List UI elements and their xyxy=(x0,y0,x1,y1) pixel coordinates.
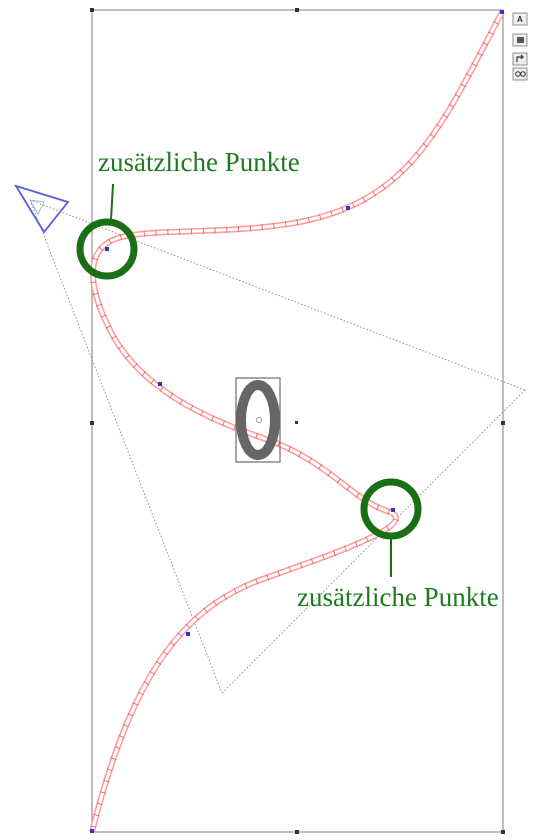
fill-square-icon[interactable] xyxy=(512,33,528,47)
anchor-points xyxy=(90,10,504,833)
selection-handles xyxy=(90,8,505,834)
s-curve-path[interactable] xyxy=(89,10,505,833)
callout-leader-top xyxy=(110,183,114,221)
anchor-point[interactable] xyxy=(186,632,190,636)
resize-handle[interactable] xyxy=(295,8,299,12)
text-a-icon[interactable]: A xyxy=(512,12,528,26)
envelope-guides xyxy=(29,199,526,694)
callout-label-bottom: zusätzliche Punkte xyxy=(297,582,499,612)
guide-line-right xyxy=(221,389,526,694)
resize-handle[interactable] xyxy=(295,830,299,834)
mini-toolbar: A xyxy=(512,12,528,81)
resize-handle[interactable] xyxy=(90,8,94,12)
callout-bottom: zusätzliche Punkte xyxy=(297,478,499,612)
highlight-circle-bottom xyxy=(360,478,422,540)
anchor-point[interactable] xyxy=(346,206,350,210)
center-point[interactable] xyxy=(295,421,298,424)
svg-text:A: A xyxy=(517,15,523,24)
callout-label-top: zusätzliche Punkte xyxy=(98,147,300,177)
guide-line-top xyxy=(29,199,526,391)
resize-handle[interactable] xyxy=(501,830,505,834)
guide-line-left xyxy=(29,199,223,694)
anchor-point[interactable] xyxy=(105,247,109,251)
glyph-origin-marker xyxy=(256,417,262,423)
anchor-point[interactable] xyxy=(391,508,395,512)
anchor-point[interactable] xyxy=(90,829,94,833)
center-glyph[interactable] xyxy=(235,377,281,463)
highlight-circle-top xyxy=(76,218,138,280)
anchor-point[interactable] xyxy=(158,382,162,386)
glyph-zero xyxy=(236,380,280,460)
resize-handle[interactable] xyxy=(501,421,505,425)
callout-top: zusätzliche Punkte xyxy=(76,147,300,280)
rotate-icon[interactable] xyxy=(512,52,528,66)
link-icon[interactable] xyxy=(512,67,528,81)
direction-arrow-icon[interactable] xyxy=(13,184,70,234)
anchor-point[interactable] xyxy=(500,10,504,14)
resize-handle[interactable] xyxy=(90,421,94,425)
